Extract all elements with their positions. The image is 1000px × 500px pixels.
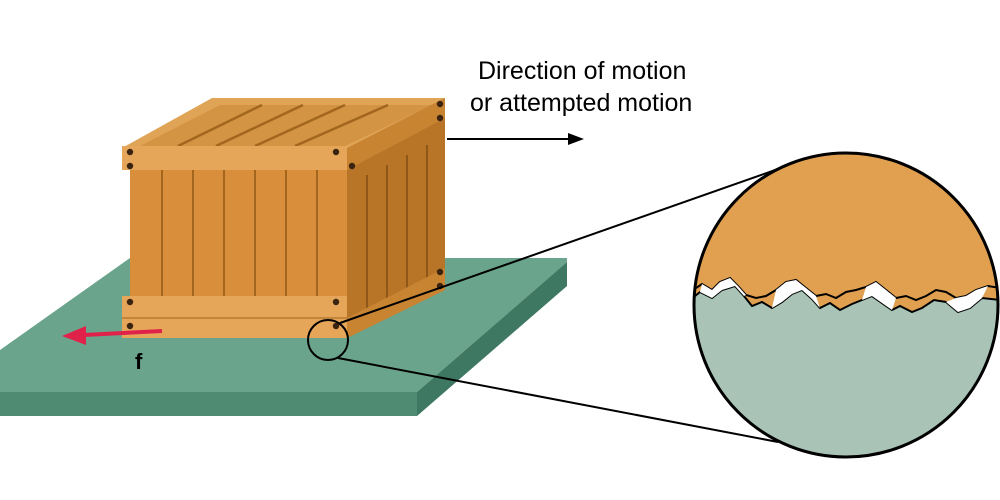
crate-top-planks	[177, 103, 389, 148]
crate-side	[347, 98, 445, 338]
crate-top-inner	[140, 105, 432, 146]
friction-arrow	[62, 326, 163, 345]
zoom-connector-lines	[337, 168, 779, 443]
motion-label-line2: or attempted motion	[470, 89, 692, 117]
magnified-contact-view	[694, 153, 998, 457]
contact-zoom-circle	[307, 319, 349, 361]
crate-front-planks	[161, 170, 318, 318]
crate-front-top-band	[122, 146, 347, 170]
wooden-crate	[122, 98, 445, 338]
crate-side-top-band	[347, 98, 445, 170]
floor-front-edge	[0, 392, 417, 416]
contact-gaps	[700, 278, 988, 312]
motion-arrow	[447, 133, 584, 145]
friction-label: f	[135, 349, 143, 374]
crate-side-planks	[366, 145, 428, 320]
floor-surface-edge	[694, 284, 998, 314]
motion-label-line1: Direction of motion	[478, 57, 686, 85]
crate-bolts	[126, 100, 444, 330]
floor-side-edge	[417, 262, 567, 416]
magnified-floor	[694, 286, 998, 457]
magnified-view-border	[692, 151, 1000, 459]
